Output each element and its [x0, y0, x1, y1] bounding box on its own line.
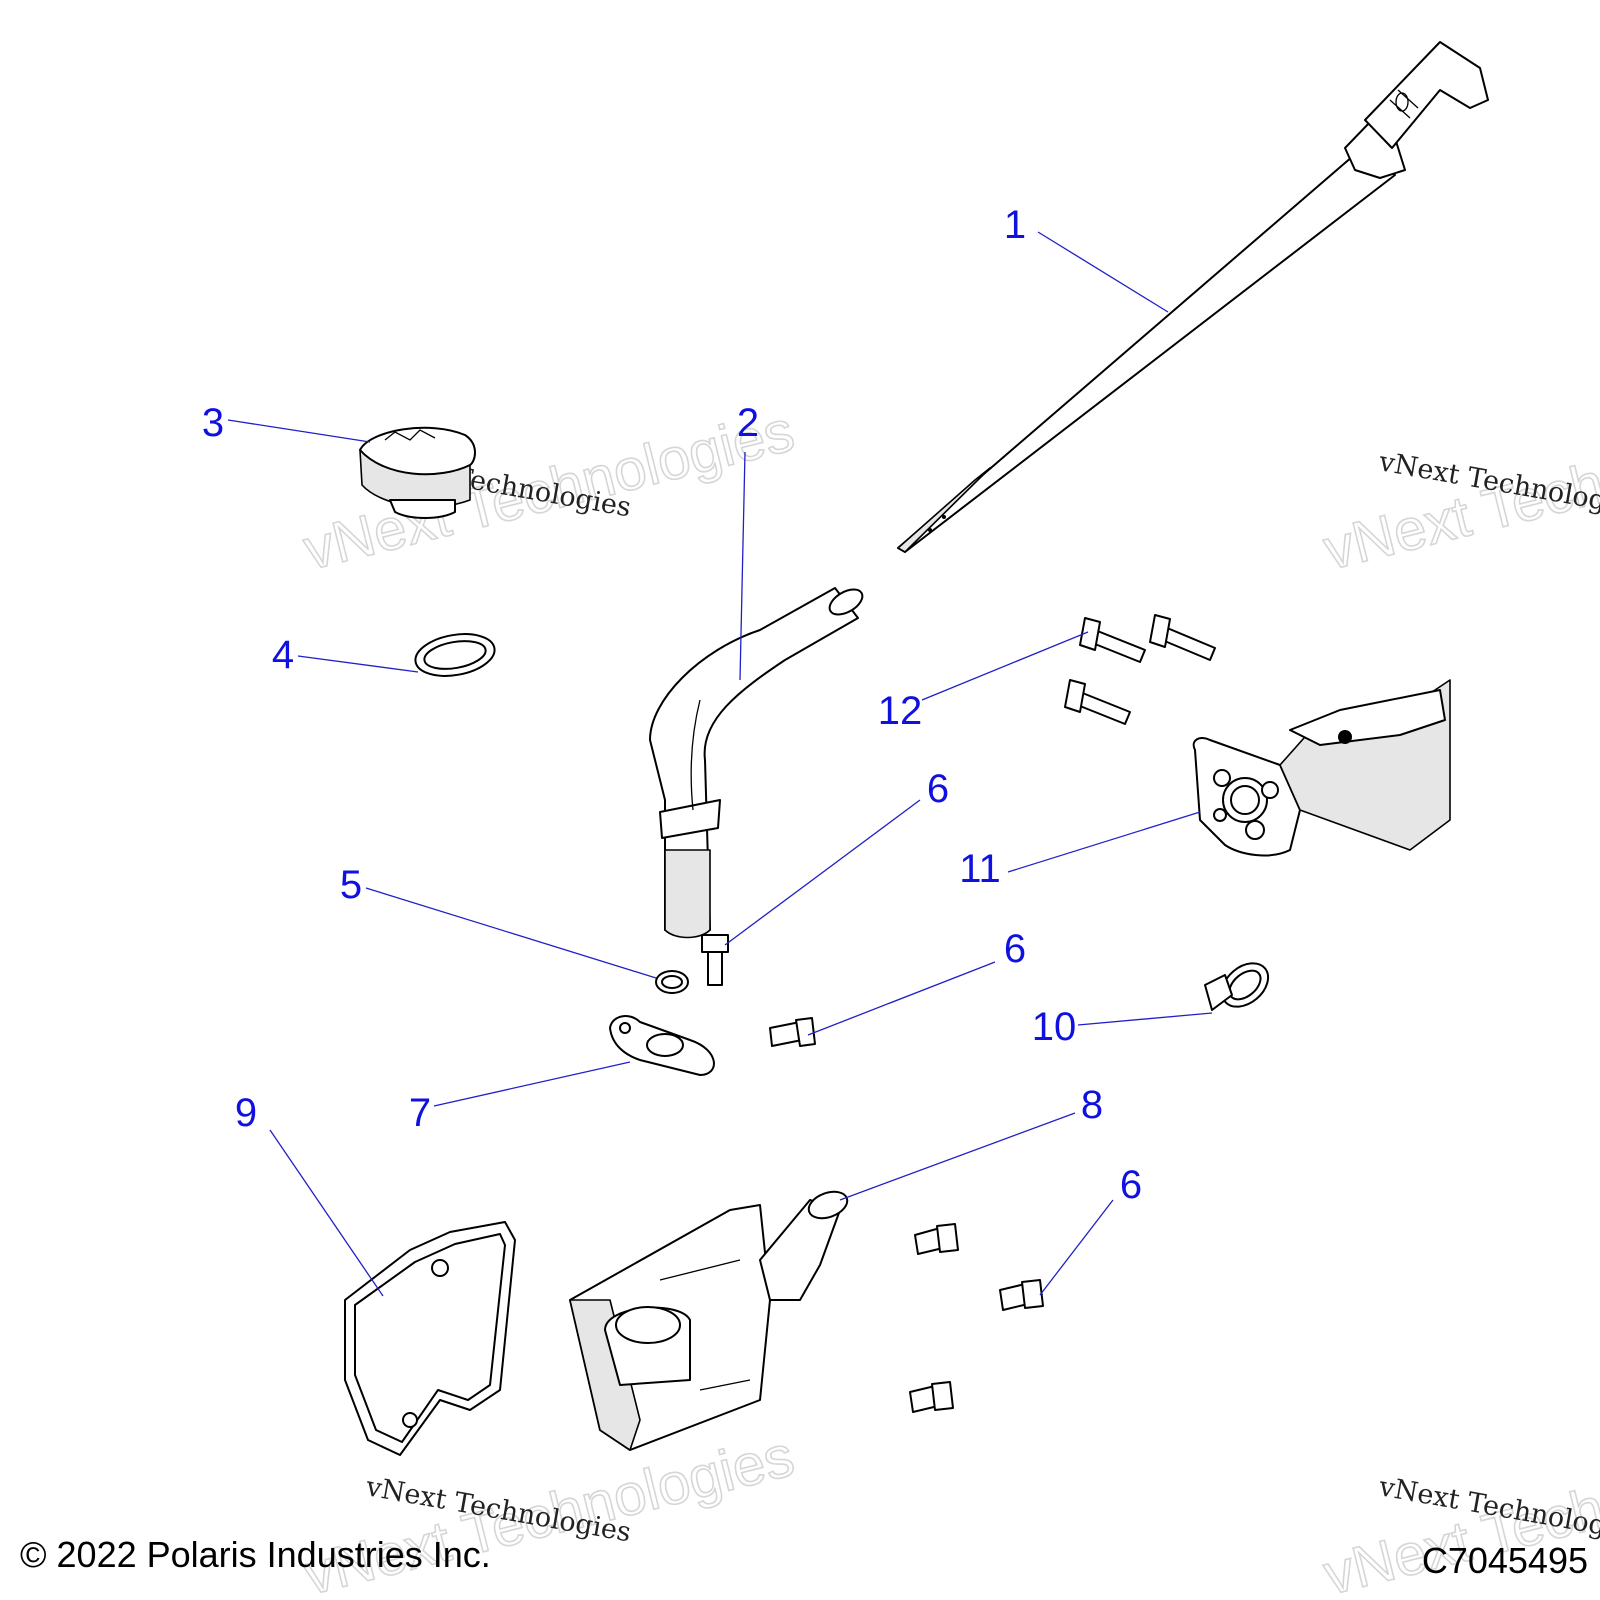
leader-1 [1037, 231, 1169, 313]
part-3-oil-cap [359, 426, 476, 519]
callout-10: 10 [1032, 1005, 1077, 1049]
part-10-clamp [1204, 962, 1270, 1011]
leader-lines [227, 231, 1213, 1297]
part-6-bolt-upper [701, 934, 729, 986]
callout-2: 2 [737, 401, 759, 445]
part-8-housing [569, 1190, 849, 1451]
part-1-dipstick [897, 41, 1489, 553]
part-6-bolt-lower-2 [999, 1279, 1044, 1311]
part-12-bolt-b [1149, 614, 1216, 661]
leader-3 [227, 419, 371, 443]
part-6-bolt-lower-3 [909, 1381, 954, 1413]
leader-10 [1077, 1012, 1213, 1026]
leader-6b [807, 961, 996, 1036]
callout-6a: 6 [927, 767, 949, 811]
part-4-o-ring [414, 633, 496, 677]
callout-6c: 6 [1120, 1163, 1142, 1207]
leader-8 [839, 1112, 1076, 1201]
leader-9 [269, 1129, 384, 1297]
callout-7: 7 [409, 1091, 431, 1135]
callout-6b: 6 [1004, 927, 1026, 971]
callout-12: 12 [878, 689, 923, 733]
part-2-dipstick-tube [649, 587, 864, 939]
leader-4 [297, 655, 419, 673]
callouts: 1 2 3 4 5 6 6 6 7 8 9 10 11 12 [202, 203, 1142, 1207]
part-6-bolt-lower-1 [914, 1223, 959, 1255]
part-12-bolt-c [1064, 679, 1131, 725]
part-9-cover-gasket [344, 1221, 516, 1456]
part-7-flange-gasket [609, 1015, 715, 1076]
part-6-bolt-middle [769, 1017, 816, 1047]
leader-7 [433, 1061, 631, 1107]
leader-2 [739, 451, 746, 681]
leader-6c [1039, 1199, 1114, 1296]
part-11-filter-adapter [1192, 679, 1451, 857]
leader-6a [724, 799, 921, 946]
leader-12 [921, 631, 1089, 701]
callout-1: 1 [1004, 203, 1026, 247]
callout-5: 5 [340, 863, 362, 907]
part-12-bolt-a [1079, 617, 1146, 663]
callout-4: 4 [272, 633, 294, 677]
callout-3: 3 [202, 401, 224, 445]
watermark-top-right: vNext Technologies vNext Technologies [1317, 397, 1600, 583]
callout-9: 9 [235, 1091, 257, 1135]
callout-8: 8 [1081, 1083, 1103, 1127]
leader-11 [1007, 811, 1201, 873]
copyright-text: © 2022 Polaris Industries Inc. [20, 1534, 491, 1575]
leader-5 [365, 887, 657, 979]
callout-11: 11 [959, 847, 1001, 891]
part-5-small-o-ring [655, 970, 689, 994]
diagram-code: C7045495 [1422, 1540, 1588, 1581]
